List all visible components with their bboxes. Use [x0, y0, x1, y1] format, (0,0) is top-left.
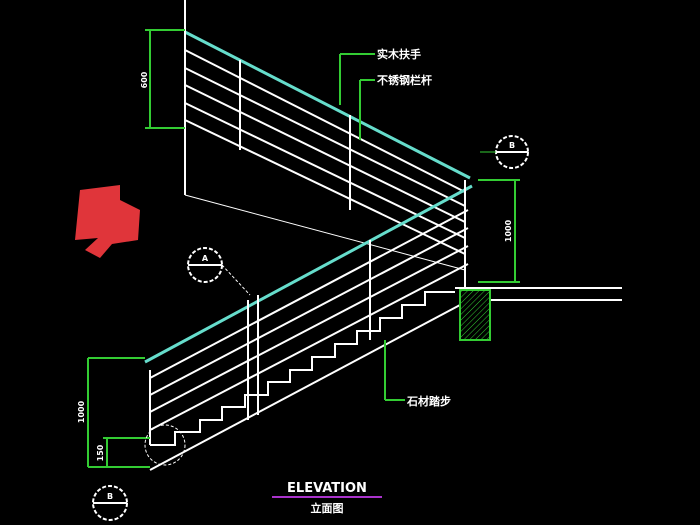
lower-railing	[144, 180, 473, 471]
section-mark-bottom: B	[92, 424, 186, 521]
logo-icon	[75, 185, 140, 258]
section-mark-right: B	[480, 135, 529, 169]
label-railing: 不锈钢栏杆	[377, 73, 432, 87]
svg-text:B: B	[509, 141, 515, 150]
upper-railing	[184, 0, 471, 271]
dim-lower: 1000	[77, 400, 86, 423]
svg-text:A: A	[202, 254, 209, 263]
dim-base: 150	[96, 444, 105, 461]
landing-slab	[455, 287, 622, 341]
title-chinese: 立面图	[311, 501, 344, 515]
label-handrail: 实木扶手	[377, 47, 421, 61]
label-steps: 石材踏步	[406, 394, 451, 408]
title-elevation: ELEVATION	[287, 481, 367, 496]
dim-landing: 1000	[504, 219, 513, 242]
section-mark-middle: A	[187, 247, 251, 296]
dim-upper: 600	[140, 71, 149, 88]
svg-text:B: B	[107, 492, 113, 501]
dimension-lines	[87, 29, 520, 468]
